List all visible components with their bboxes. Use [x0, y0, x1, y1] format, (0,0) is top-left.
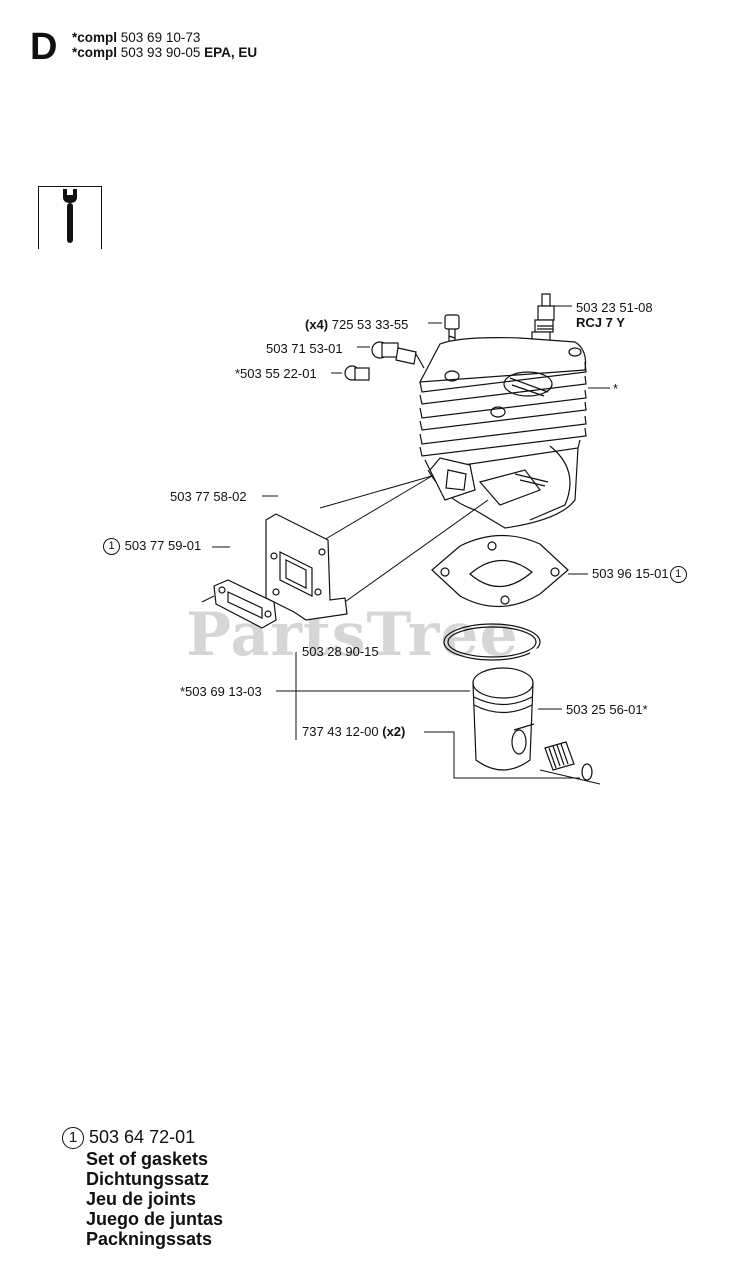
screw-qty: (x4) — [305, 317, 329, 332]
plug-icon — [344, 365, 370, 381]
circlip-qty: (x2) — [382, 724, 406, 739]
plug-part: *503 55 22-01 — [235, 366, 317, 381]
circlip-callout: 737 43 12-00 (x2) — [302, 724, 405, 739]
inlet-gasket-part: 503 77 58-02 — [170, 489, 247, 504]
piston-pin-part: 503 25 56-01* — [566, 702, 648, 717]
tool-box — [38, 186, 102, 249]
compl-line-2: *compl 503 93 90-05 EPA, EU — [72, 45, 257, 61]
compl-prefix: *compl — [72, 30, 118, 45]
piston-part: *503 69 13-03 — [180, 684, 262, 699]
compl-number: 503 93 90-05 — [120, 45, 201, 60]
cylinder-icon — [418, 337, 587, 529]
compl-prefix: *compl — [72, 45, 118, 60]
needle-bearing-icon — [544, 741, 575, 771]
intake-flange-part: 503 77 59-01 — [124, 538, 202, 553]
legend-name-en: Set of gaskets — [86, 1149, 209, 1170]
decomp-valve-part: 503 71 53-01 — [266, 341, 343, 356]
compl-line-1: *compl 503 69 10-73 — [72, 30, 200, 46]
decompression-valve-icon — [371, 341, 425, 369]
base-gasket-part: 503 96 15-01 — [592, 566, 669, 581]
legend: 1 503 64 72-01 Set of gaskets Dichtungss… — [62, 1126, 223, 1249]
piston-ring-icon — [443, 623, 541, 661]
wrench-icon — [63, 189, 77, 243]
intake-flange-callout: 1 503 77 59-01 — [102, 538, 202, 556]
piston-ring-part: 503 28 90-15 — [302, 644, 379, 659]
intake-flange-icon — [265, 513, 348, 621]
legend-name-fr: Jeu de joints — [86, 1189, 197, 1210]
spark-plug-note: RCJ 7 Y — [576, 315, 625, 330]
legend-header: 1 503 64 72-01 — [62, 1126, 223, 1150]
screw-part: 725 53 33-55 — [331, 317, 409, 332]
legend-marker: 1 — [62, 1127, 84, 1150]
spark-plug-part: 503 23 51-08 — [576, 300, 653, 315]
legend-name-de: Dichtungssatz — [86, 1169, 210, 1190]
circlip-icon — [581, 763, 593, 781]
circlip-part: 737 43 12-00 — [302, 724, 379, 739]
gasket-set-marker: 1 — [669, 566, 687, 584]
legend-name-sv: Packningssats — [86, 1229, 213, 1250]
legend-part: 503 64 72-01 — [89, 1127, 196, 1147]
screw-callout: (x4) 725 53 33-55 — [305, 317, 408, 332]
piston-icon — [472, 667, 535, 771]
intake-gasket-icon — [213, 579, 277, 629]
gasket-set-marker: 1 — [103, 538, 120, 556]
legend-name-es: Juego de juntas — [86, 1209, 224, 1230]
cylinder-part: * — [613, 381, 619, 396]
base-gasket-icon — [431, 534, 569, 608]
compl-suffix: EPA, EU — [204, 45, 258, 60]
section-letter: D — [30, 26, 58, 68]
compl-number: 503 69 10-73 — [120, 30, 201, 45]
